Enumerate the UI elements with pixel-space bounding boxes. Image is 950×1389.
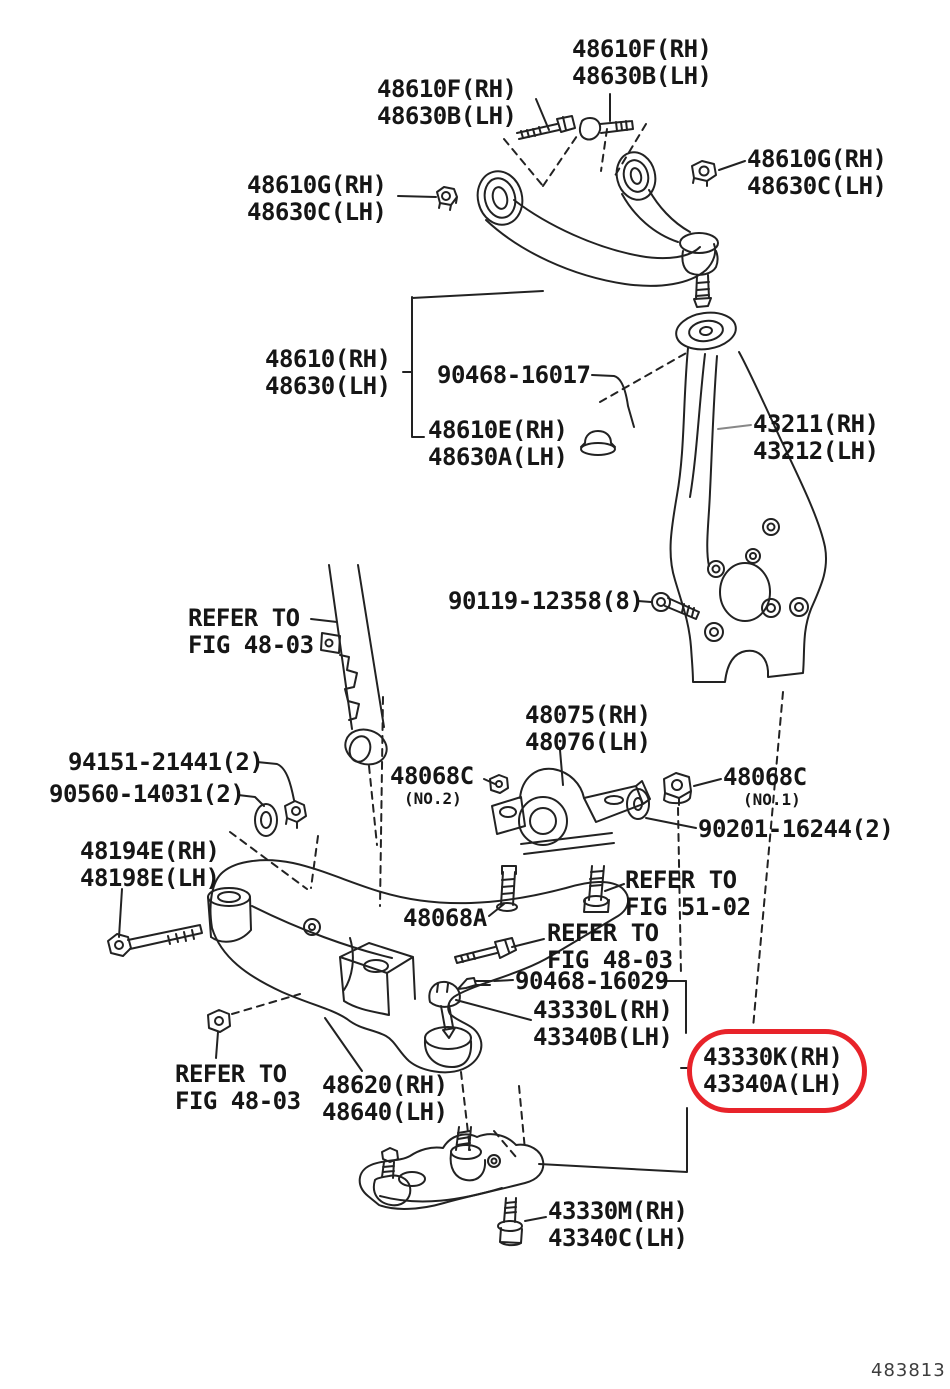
- figure-number: 483813: [871, 1360, 946, 1381]
- upper-arm-nuts: [436, 160, 717, 211]
- label-48610f-top: 48610F(RH)48630B(LH): [572, 35, 712, 90]
- label-48068a: 48068A: [403, 904, 487, 932]
- washer-and-nut-right: [489, 772, 692, 820]
- lower-arm-bushing-bracket: [491, 767, 651, 855]
- arm-studs: [496, 865, 610, 913]
- label-90468-16017: 90468-16017: [437, 361, 591, 389]
- camber-adjust-bolts: [516, 115, 634, 141]
- label-48610-arm: 48610(RH)48630(LH): [265, 345, 391, 400]
- label-48620: 48620(RH)48640(LH): [322, 1071, 448, 1126]
- upper-control-arm: [476, 151, 719, 308]
- lower-ball-joint: [358, 1126, 545, 1210]
- label-43330k-highlighted: 43330K(RH)43340A(LH): [703, 1043, 843, 1098]
- highlight-oval: [687, 1029, 867, 1113]
- label-48610g-right: 48610G(RH)48630C(LH): [747, 145, 887, 200]
- arm-mount-bolt: [107, 924, 203, 957]
- label-43211: 43211(RH)43212(LH): [753, 410, 879, 465]
- label-48068c-no2: 48068C(NO.2): [390, 762, 474, 808]
- leader-lines: [118, 93, 752, 1222]
- ball-joint-bolt: [497, 1197, 523, 1247]
- steering-knuckle: [669, 311, 827, 683]
- label-48068c-no1: 48068C(NO.1): [723, 763, 807, 809]
- lower-arm-nut: [207, 1009, 231, 1033]
- lower-control-arm: [207, 859, 630, 1074]
- alignment-dashed-lines: [229, 123, 784, 1158]
- label-90560: 90560-14031(2): [49, 780, 245, 808]
- label-48610e: 48610E(RH)48630A(LH): [428, 416, 568, 471]
- shim-clip: [457, 977, 493, 990]
- washer-and-nut-left: [254, 800, 307, 837]
- strut-rod-bolt: [454, 937, 517, 964]
- strut-absorber: [320, 564, 388, 766]
- label-94151: 94151-21441(2): [68, 748, 264, 776]
- label-48610g-left: 48610G(RH)48630C(LH): [247, 171, 387, 226]
- label-43330l: 43330L(RH)43340B(LH): [533, 996, 673, 1051]
- label-48194e: 48194E(RH)48198E(LH): [80, 837, 220, 892]
- hub-bolt: [651, 592, 700, 620]
- label-90201: 90201-16244(2): [698, 815, 894, 843]
- label-90119: 90119-12358(8): [448, 587, 644, 615]
- label-43330m: 43330M(RH)43340C(LH): [548, 1197, 688, 1252]
- label-48075: 48075(RH)48076(LH): [525, 701, 651, 756]
- label-90468-16029: 90468-16029: [515, 967, 669, 995]
- dust-cover: [580, 430, 616, 456]
- label-48610f-left: 48610F(RH)48630B(LH): [377, 75, 517, 130]
